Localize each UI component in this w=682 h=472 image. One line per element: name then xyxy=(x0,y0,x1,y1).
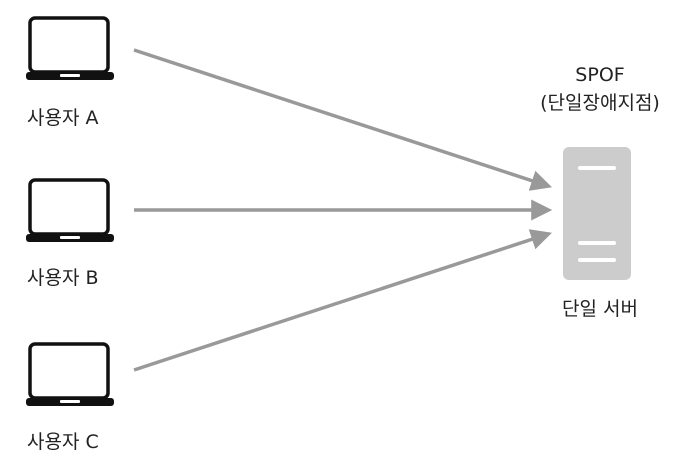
user-a-label: 사용자 A xyxy=(27,107,99,129)
arrow-user-c-to-server xyxy=(133,229,552,372)
user-b-label: 사용자 B xyxy=(27,267,99,289)
user-c-label: 사용자 C xyxy=(27,431,99,453)
laptop-icon xyxy=(26,342,114,406)
arrow-user-a-to-server xyxy=(133,48,552,191)
server-tower-icon xyxy=(563,147,631,280)
laptop-icon xyxy=(26,16,114,80)
spof-title: SPOF xyxy=(575,64,625,86)
server-label: 단일 서버 xyxy=(562,298,638,320)
spof-subtitle: (단일장애지점) xyxy=(540,92,660,114)
laptop-icon xyxy=(26,178,114,242)
